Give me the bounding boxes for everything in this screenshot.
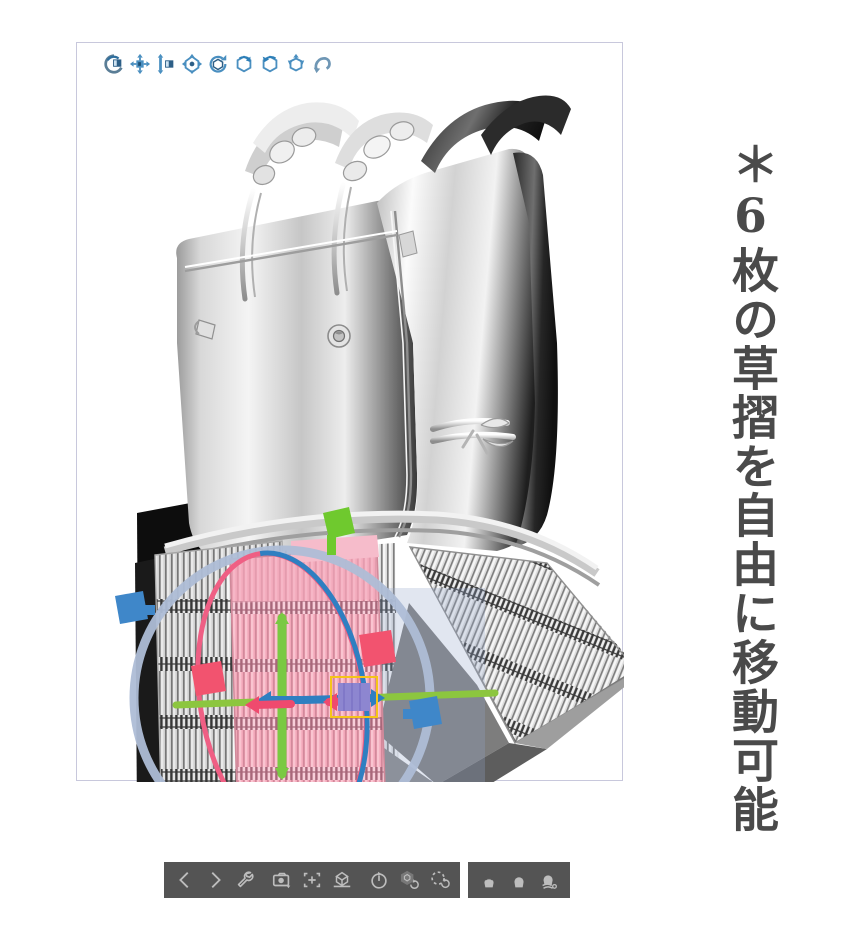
model-render-armor [77,43,624,782]
pan-camera-icon[interactable] [103,53,125,75]
rotate-box-icon[interactable] [207,53,229,75]
turntable-icon[interactable] [364,865,394,895]
lighting-group[interactable] [468,862,570,898]
fit-frame-icon[interactable] [297,865,327,895]
navigation-and-view-group[interactable] [164,862,460,898]
rotate-object-icon[interactable] [394,865,424,895]
light-swirl-icon[interactable] [474,865,504,895]
rotate-box-cw-icon[interactable] [259,53,281,75]
previous-arrow-icon[interactable] [170,865,200,895]
cube-axis-icon[interactable] [327,865,357,895]
bottom-toolbar[interactable] [164,862,570,898]
move-axis-icon[interactable] [155,53,177,75]
light-shade-icon[interactable] [534,865,564,895]
move-gizmo-icon[interactable] [181,53,203,75]
undo-arc-icon[interactable] [311,53,333,75]
rotate-box-ccw-icon[interactable] [233,53,255,75]
light-plain-icon[interactable] [504,865,534,895]
separator [260,862,267,898]
scale-box-icon[interactable] [285,53,307,75]
spin-dashed-icon[interactable] [424,865,454,895]
gizmo-mode-toolbar[interactable] [103,53,333,75]
camera-snapshot-icon[interactable] [267,865,297,895]
wrench-icon[interactable] [230,865,260,895]
separator [357,862,364,898]
next-arrow-icon[interactable] [200,865,230,895]
move-free-icon[interactable] [129,53,151,75]
viewport-3d[interactable] [76,42,624,851]
annotation-caption: ＊6枚の草摺を自由に移動可能 [723,140,778,834]
